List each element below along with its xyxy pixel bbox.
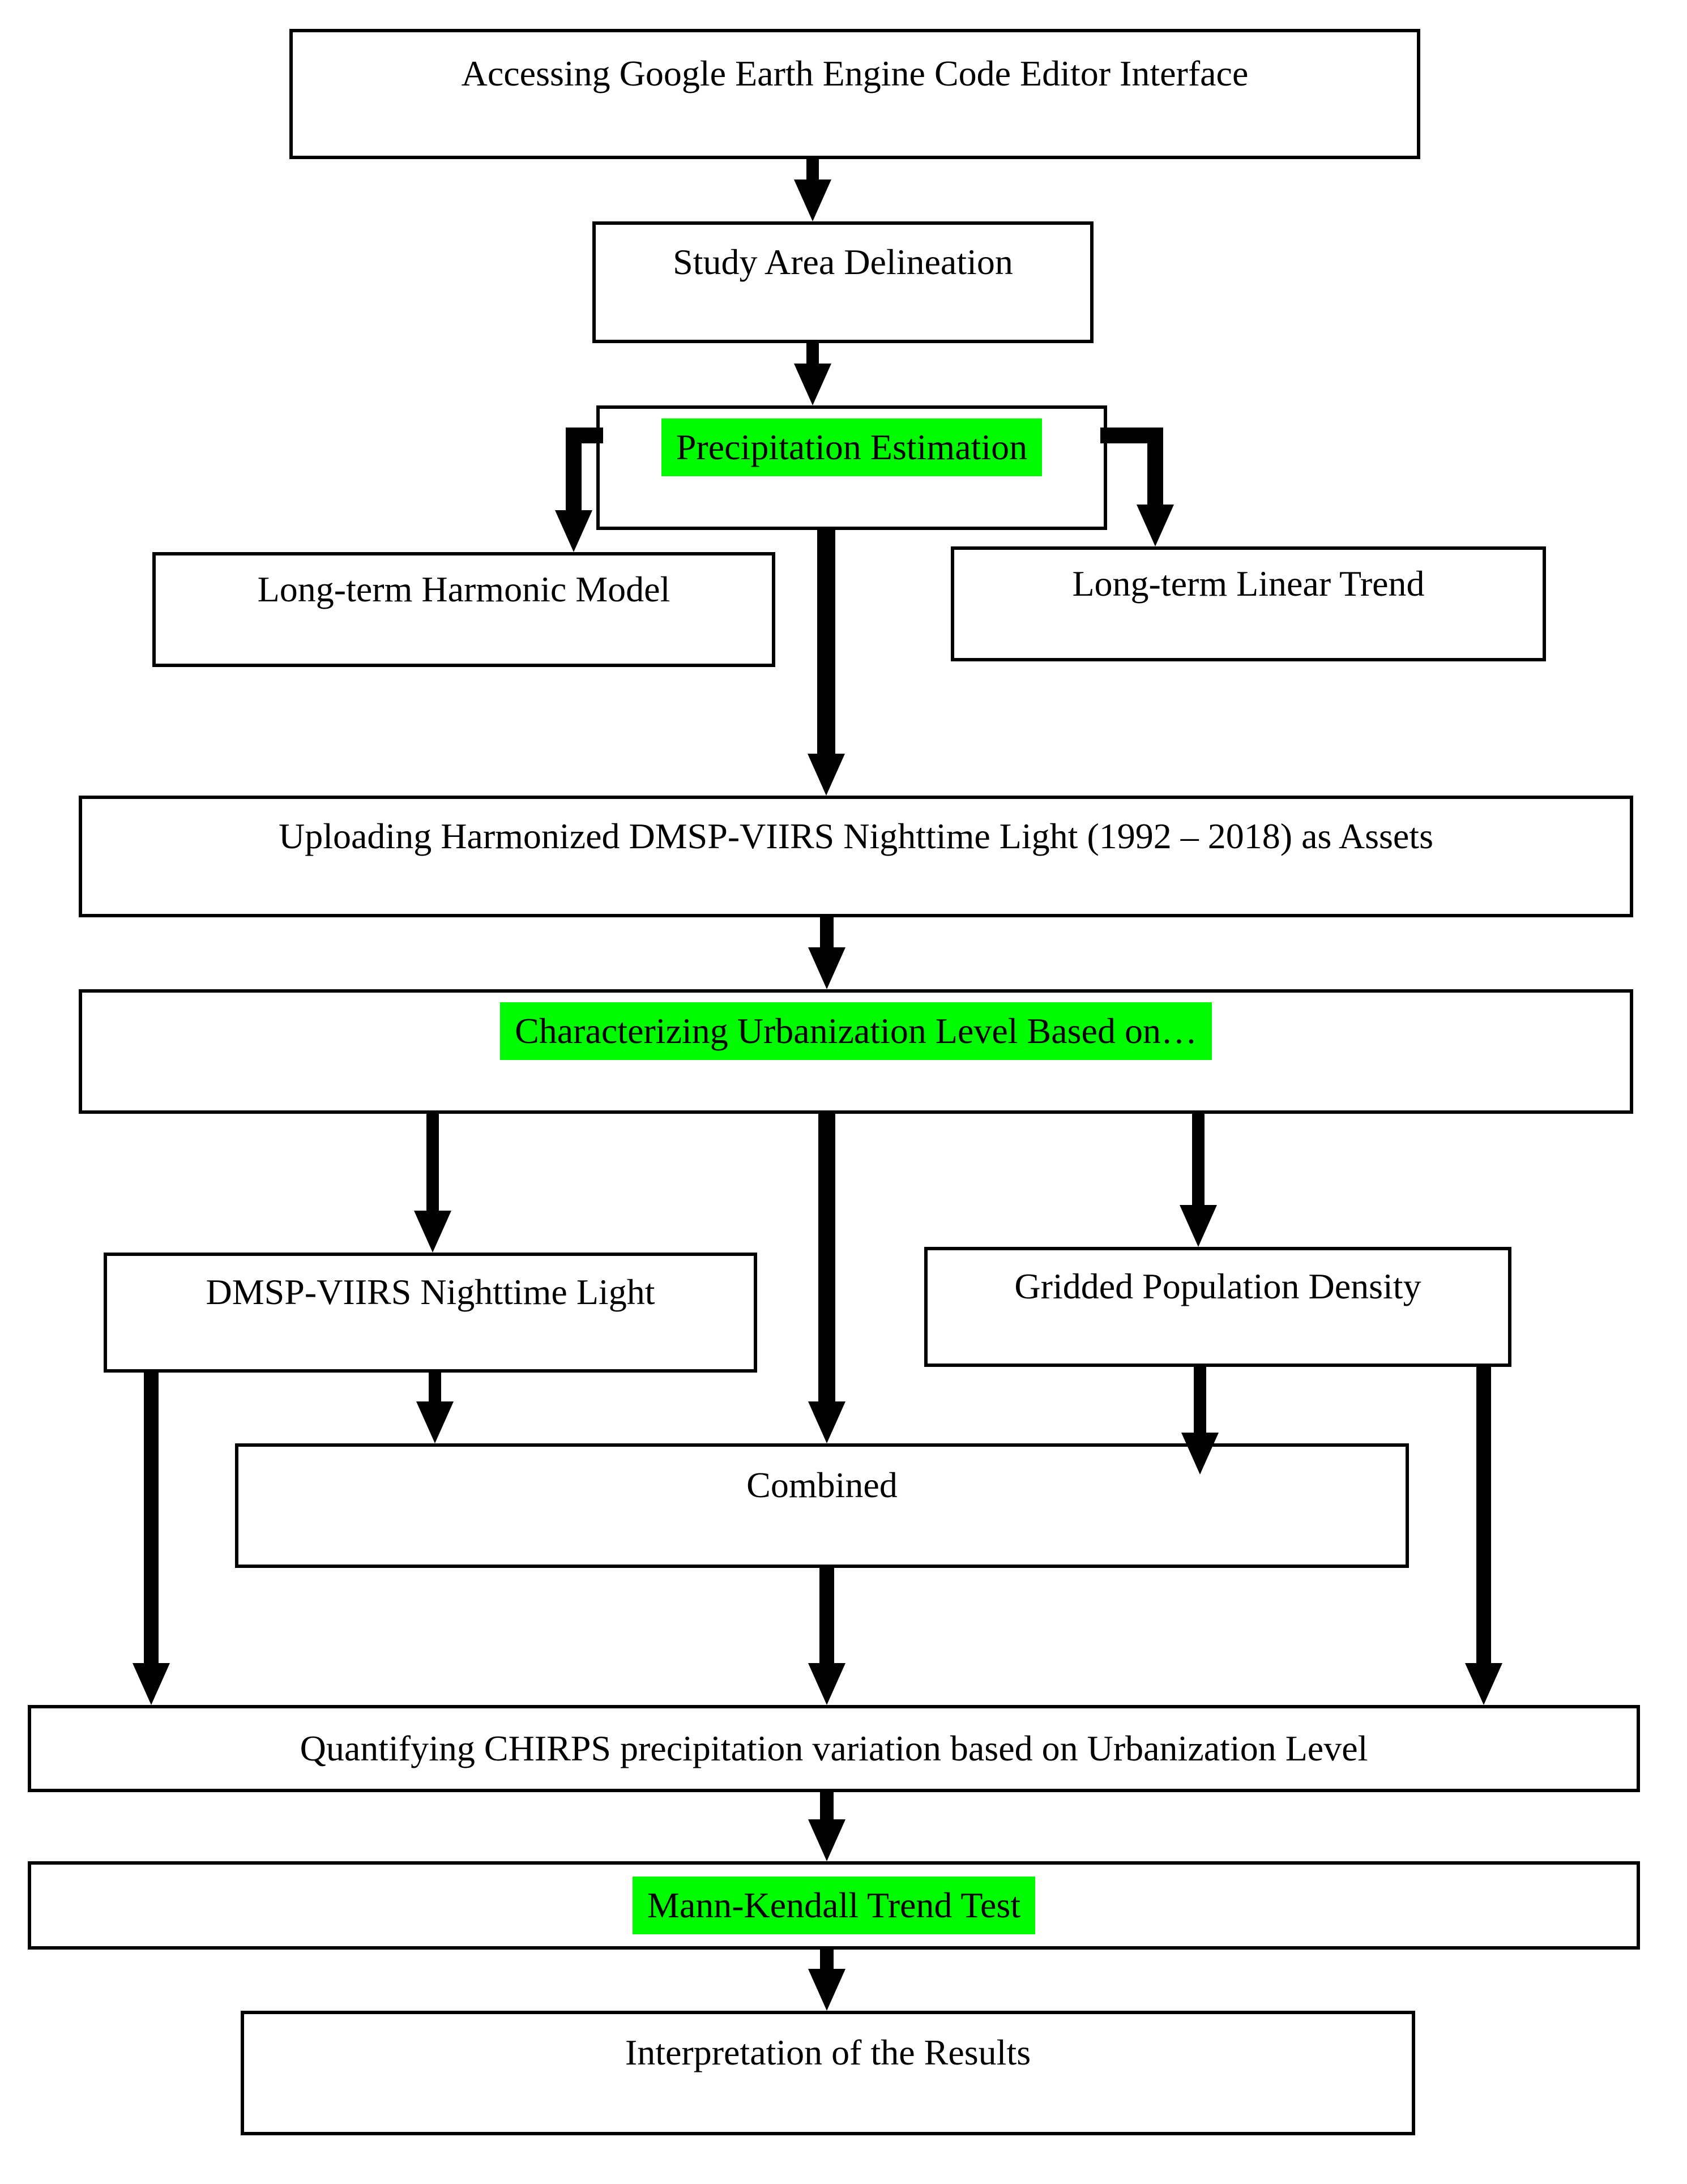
arrow-mannkendall-to-interpretation-arrowhead xyxy=(808,1969,845,2011)
arrow-characterizing-to-combined-line xyxy=(818,1114,835,1401)
node-harmonic-model: Long-term Harmonic Model xyxy=(152,552,775,667)
arrow-accessing-to-study-line xyxy=(806,159,819,182)
node-uploading-assets-label: Uploading Harmonized DMSP-VIIRS Nighttim… xyxy=(279,815,1433,856)
node-accessing-gee-label: Accessing Google Earth Engine Code Edito… xyxy=(461,53,1249,94)
node-combined: Combined xyxy=(235,1443,1409,1568)
arrow-combined-to-quantifying-arrowhead xyxy=(808,1663,845,1705)
arrow-uploading-to-characterizing-arrowhead xyxy=(808,947,845,989)
arrow-gridded-to-combined-line xyxy=(1194,1367,1206,1433)
arrow-dmsp-to-combined-line xyxy=(429,1373,441,1401)
arrow-gridded-to-quantifying-line xyxy=(1476,1367,1491,1663)
node-harmonic-model-label: Long-term Harmonic Model xyxy=(257,569,670,609)
arrow-precipitation-to-uploading-line xyxy=(817,530,835,754)
node-precipitation-estimation: Precipitation Estimation xyxy=(596,405,1107,530)
arrow-quantifying-to-mannkendall-arrowhead xyxy=(808,1819,845,1861)
node-linear-trend-label: Long-term Linear Trend xyxy=(1072,563,1425,604)
arrow-dmsp-to-quantifying-line xyxy=(144,1373,159,1663)
arrow-dmsp-to-quantifying-arrowhead xyxy=(133,1663,170,1705)
node-quantifying-chirps: Quantifying CHIRPS precipitation variati… xyxy=(28,1705,1640,1792)
arrow-study-to-precipitation-line xyxy=(806,343,819,366)
node-mann-kendall-label: Mann-Kendall Trend Test xyxy=(632,1877,1036,1934)
node-mann-kendall: Mann-Kendall Trend Test xyxy=(28,1861,1640,1950)
node-quantifying-chirps-label: Quantifying CHIRPS precipitation variati… xyxy=(300,1728,1368,1769)
elbow-precipitation-to-linear-vline xyxy=(1147,428,1163,505)
node-characterizing-urbanization: Characterizing Urbanization Level Based … xyxy=(79,989,1633,1114)
node-gridded-population-label: Gridded Population Density xyxy=(1014,1266,1421,1307)
arrow-quantifying-to-mannkendall-line xyxy=(820,1792,834,1819)
node-study-area: Study Area Delineation xyxy=(592,221,1094,343)
arrow-characterizing-to-gridded-line xyxy=(1192,1114,1205,1205)
node-precipitation-estimation-label: Precipitation Estimation xyxy=(661,418,1043,476)
arrow-characterizing-to-dmsp-line xyxy=(426,1114,439,1211)
elbow-precipitation-to-harmonic-vline xyxy=(566,428,582,510)
elbow-precipitation-to-linear-arrowhead xyxy=(1137,505,1174,546)
node-dmsp-viirs: DMSP-VIIRS Nighttime Light xyxy=(104,1253,757,1373)
arrow-gridded-to-quantifying-arrowhead xyxy=(1465,1663,1502,1705)
arrow-gridded-to-combined-arrowhead xyxy=(1181,1433,1219,1474)
node-combined-label: Combined xyxy=(746,1465,898,1506)
arrow-uploading-to-characterizing-line xyxy=(820,917,834,947)
arrow-combined-to-quantifying-line xyxy=(819,1568,834,1663)
elbow-precipitation-to-harmonic-arrowhead xyxy=(555,510,592,552)
node-gridded-population: Gridded Population Density xyxy=(924,1247,1511,1367)
node-characterizing-urbanization-label: Characterizing Urbanization Level Based … xyxy=(500,1002,1212,1060)
arrow-dmsp-to-combined-arrowhead xyxy=(416,1401,454,1443)
node-interpretation-label: Interpretation of the Results xyxy=(625,2032,1031,2073)
arrow-mannkendall-to-interpretation-line xyxy=(820,1950,834,1969)
arrow-characterizing-to-combined-arrowhead xyxy=(808,1401,845,1443)
arrow-characterizing-to-dmsp-arrowhead xyxy=(414,1211,451,1253)
node-accessing-gee: Accessing Google Earth Engine Code Edito… xyxy=(289,29,1420,159)
arrow-characterizing-to-gridded-arrowhead xyxy=(1180,1205,1217,1247)
arrow-accessing-to-study-arrowhead xyxy=(794,179,831,221)
node-study-area-label: Study Area Delineation xyxy=(673,241,1013,282)
arrow-study-to-precipitation-arrowhead xyxy=(794,364,831,405)
node-dmsp-viirs-label: DMSP-VIIRS Nighttime Light xyxy=(206,1272,655,1313)
arrow-precipitation-to-uploading-arrowhead xyxy=(808,754,845,796)
node-interpretation: Interpretation of the Results xyxy=(241,2011,1415,2135)
node-linear-trend: Long-term Linear Trend xyxy=(951,546,1546,661)
node-uploading-assets: Uploading Harmonized DMSP-VIIRS Nighttim… xyxy=(79,796,1633,917)
